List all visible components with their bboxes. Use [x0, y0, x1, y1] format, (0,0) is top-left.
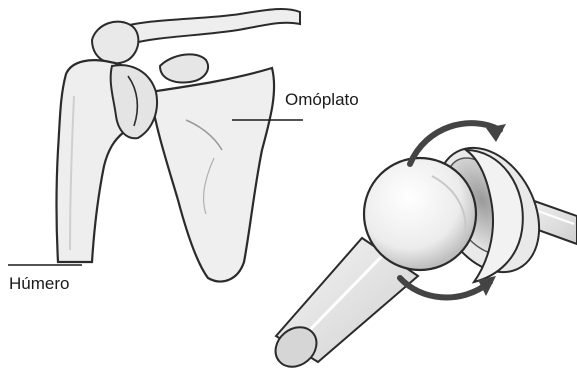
scapula-label: Omóplato: [285, 90, 359, 110]
clavicle: [118, 9, 300, 44]
ball-head: [364, 158, 476, 270]
humerus-label: Húmero: [9, 274, 69, 294]
coracoid: [160, 54, 208, 82]
scapula-bone: [150, 68, 274, 281]
acromion: [92, 22, 138, 64]
